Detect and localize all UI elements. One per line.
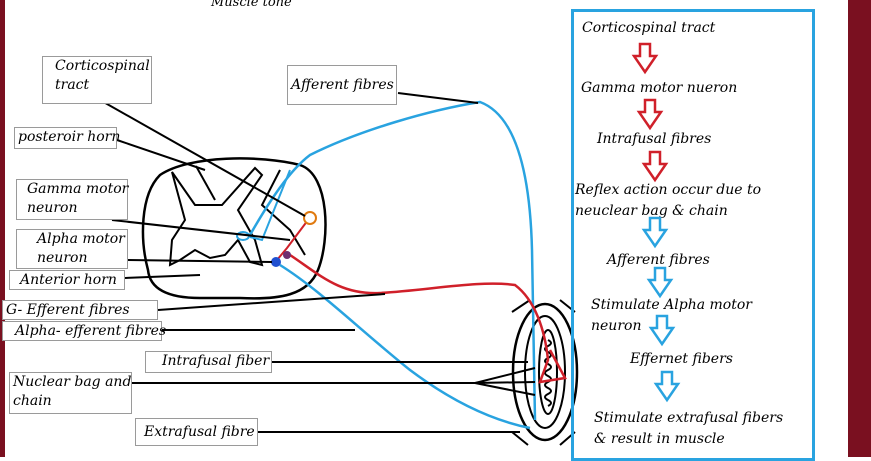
muscle-outline [511, 302, 579, 442]
flow-arrow-3 [641, 150, 669, 183]
leader-afferent [397, 92, 479, 104]
leader-posterior-horn [116, 139, 206, 171]
flow-arrow-6 [648, 314, 676, 347]
nuclear-bag-label: Nuclear bag and chain [9, 372, 132, 414]
muscle-inner-1 [524, 315, 566, 429]
flow-arrow-7 [653, 370, 681, 403]
alpha-motor-label-line2: neuron [37, 250, 88, 266]
alpha-neuron-marker [271, 257, 281, 267]
flow-arrow-2 [636, 98, 664, 131]
gamma-neuron-marker [303, 211, 317, 225]
flow-step-2: Gamma motor nueron [581, 80, 738, 96]
nuclear-bag-label-line2: chain [13, 393, 52, 409]
leader-alpha [127, 259, 273, 263]
extrafusal-label: Extrafusal fibre [135, 418, 258, 446]
flow-step-4-line2: neuclear bag & chain [575, 203, 728, 219]
g-efferent-label: G- Efferent fibres [2, 300, 158, 320]
afferent-inner [249, 169, 291, 242]
posterior-horn-label: posteroir horn [14, 127, 120, 149]
corticospinal-label-line2: tract [55, 77, 90, 93]
gamma-motor-label-line2: neuron [27, 200, 78, 216]
intrafusal-label: Intrafusal fiber [145, 351, 272, 373]
gamma-motor-label: Gamma motor neuron [16, 179, 128, 220]
afferent-lower-line [279, 263, 531, 430]
left-border [0, 0, 5, 457]
spinal-cord-outline [141, 157, 327, 300]
flow-step-8-line2: & result in muscle [594, 431, 725, 447]
leader-corticospinal [99, 99, 306, 217]
flow-step-1: Corticospinal tract [582, 20, 716, 36]
leader-g-efferent [157, 293, 386, 311]
leader-gamma [111, 219, 291, 241]
afferent-fibre-line [248, 100, 537, 421]
flow-step-5: Afferent fibres [607, 252, 710, 268]
flow-step-6-line1: Stimulate Alpha motor [591, 297, 752, 313]
grey-matter-right [260, 169, 306, 256]
leader-nuclear-bag [132, 367, 536, 396]
flow-arrow-1 [631, 42, 659, 75]
flow-step-6-line2: neuron [591, 318, 642, 334]
flow-step-7: Effernet fibers [630, 351, 733, 367]
anterior-horn-label: Anterior horn [9, 270, 125, 290]
efferent-fibre-line [289, 253, 567, 384]
flow-step-3: Intrafusal fibres [597, 131, 712, 147]
flow-step-4-line1: Reflex action occur due to [575, 182, 762, 198]
alpha-motor-label-line1: Alpha motor [37, 231, 125, 247]
alpha-motor-label: Alpha motor neuron [16, 229, 128, 269]
flow-arrow-4 [641, 216, 669, 249]
right-border [848, 0, 871, 457]
muscle-tail [511, 299, 576, 446]
corticospinal-label: Corticospinal tract [42, 56, 152, 104]
gamma-motor-label-line1: Gamma motor [27, 181, 129, 197]
diagram-title: Muscle tone [211, 0, 292, 10]
alpha-efferent-label: Alpha- efferent fibres [2, 321, 166, 341]
gamma-to-alpha [276, 219, 309, 261]
flow-step-8-line1: Stimulate extrafusal fibers [594, 410, 784, 426]
afferent-fibres-label: Afferent fibres [287, 65, 397, 105]
corticospinal-label-line1: Corticospinal [55, 58, 150, 74]
leader-anterior-horn [124, 274, 201, 279]
neuron-junction-marker [283, 251, 291, 259]
grey-matter-left [195, 165, 216, 201]
flow-arrow-5 [646, 266, 674, 299]
muscle-inner-2 [538, 329, 558, 415]
nuclear-bag-label-line1: Nuclear bag and [13, 374, 132, 390]
